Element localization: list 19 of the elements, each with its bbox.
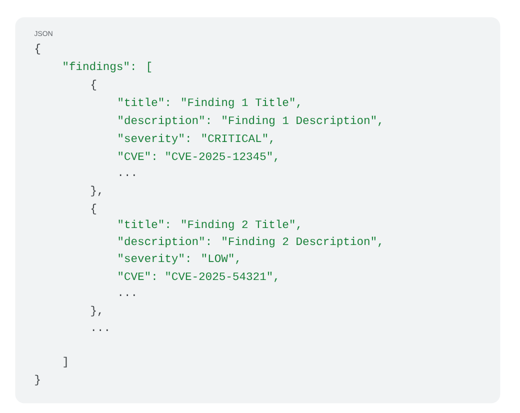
- code-line: ...: [92, 329, 108, 331]
- code-line: "title": "Finding 1 Title",: [118, 98, 300, 108]
- code-line: ...: [120, 294, 135, 296]
- code-line: },: [91, 306, 101, 316]
- code-line: {: [91, 204, 96, 214]
- code-line: },: [91, 186, 101, 196]
- code-line: ...: [120, 174, 135, 176]
- code-line: "severity": "LOW",: [118, 254, 239, 264]
- code-line: "description": "Finding 1 Description",: [118, 116, 381, 126]
- code-line: "description": "Finding 2 Description",: [118, 236, 381, 248]
- code-line: "CVE": "CVE-2025-12345",: [118, 152, 277, 162]
- code-line: {: [35, 44, 40, 54]
- code-line: "CVE": "CVE-2025-54321",: [118, 272, 277, 282]
- code-line: {: [91, 80, 96, 90]
- code-line: "severity": "CRITICAL",: [118, 134, 272, 144]
- code-line: "title": "Finding 2 Title",: [118, 220, 300, 230]
- code-line: ]: [64, 356, 67, 368]
- code-line: }: [35, 374, 40, 386]
- code-line: "findings": [: [64, 62, 152, 72]
